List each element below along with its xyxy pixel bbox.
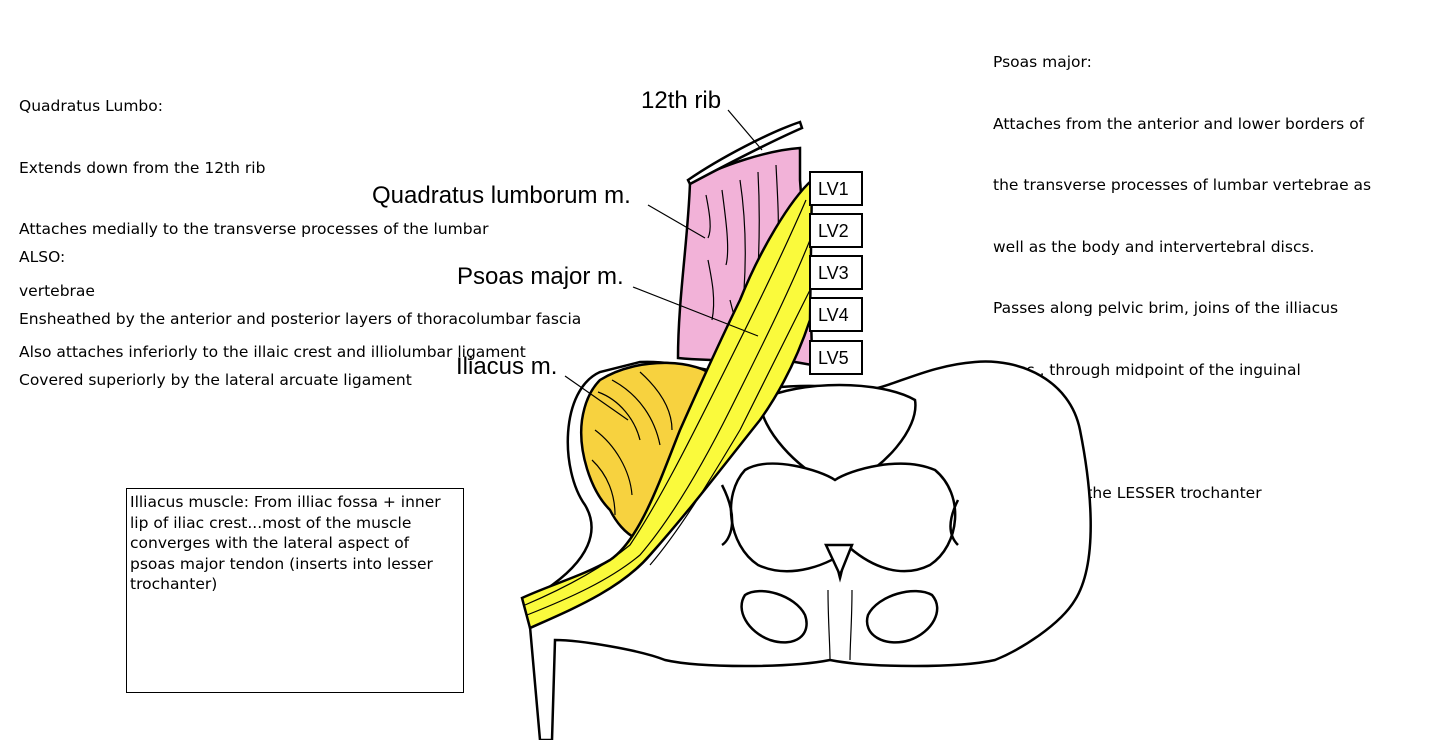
quadratus-note-title: Quadratus Lumbo: <box>19 97 163 115</box>
leader-iliacus <box>564 375 629 421</box>
vertebra-lv1: LV1 <box>809 171 863 206</box>
iliacus-note-line: Illiacus muscle: From illiac fossa + inn… <box>130 493 441 511</box>
iliacus-note-line: trochanter) <box>130 575 218 593</box>
iliacus-note-line: lip of iliac crest...most of the muscle <box>130 513 412 532</box>
quadratus-note: Quadratus Lumbo: Extends down from the 1… <box>19 55 526 383</box>
vertebra-lv2: LV2 <box>809 213 863 248</box>
vertebra-lv4: LV4 <box>809 297 863 332</box>
psoas-note-title: Psoas major: <box>993 53 1092 71</box>
vertebra-label: LV5 <box>818 348 849 368</box>
diagram-labels: 12th rib Quadratus lumborum m. Psoas maj… <box>372 87 763 421</box>
also-note-line: Covered superiorly by the lateral arcuat… <box>19 371 412 389</box>
psoas-note-line: well as the body and intervertebral disc… <box>993 237 1315 256</box>
leader-quadratus-lumborum <box>647 204 706 239</box>
label-quadratus-lumborum: Quadratus lumborum m. <box>372 182 631 209</box>
pelvic-inlet <box>729 462 957 573</box>
coccyx <box>824 543 854 579</box>
iliacus-note-line: converges with the lateral aspect of <box>130 534 410 552</box>
label-iliacus: Iliacus m. <box>456 353 557 380</box>
quadratus-note-line: Extends down from the 12th rib <box>19 158 266 177</box>
psoas-fibers <box>524 199 811 616</box>
quadratus-note-line: Attaches medially to the transverse proc… <box>19 220 489 238</box>
left-iliac-fossa-line <box>720 484 734 547</box>
vertebra-label: LV4 <box>818 305 849 325</box>
right-iliac-fossa-line <box>949 499 960 546</box>
quadratus-note-line: Also attaches inferiorly to the illaic c… <box>19 343 526 361</box>
also-note-title: ALSO: <box>19 248 66 266</box>
label-12th-rib: 12th rib <box>641 87 721 114</box>
also-note: ALSO: Ensheathed by the anterior and pos… <box>19 206 581 411</box>
psoas-major-muscle <box>520 177 814 630</box>
vertebra-label: LV1 <box>818 179 849 199</box>
psoas-note-line: Attaches from the anterior and lower bor… <box>993 114 1365 133</box>
pubic-symphysis <box>827 589 853 661</box>
leader-12th-rib <box>727 109 763 151</box>
also-note-line: Ensheathed by the anterior and posterior… <box>19 309 582 328</box>
vertebra-lv5: LV5 <box>809 340 863 375</box>
left-obturator-foramen <box>740 589 808 644</box>
vertebra-label: LV3 <box>818 263 849 283</box>
psoas-note-line: the transverse processes of lumbar verte… <box>993 176 1372 194</box>
vertebra-label: LV2 <box>818 221 849 241</box>
iliacus-note-line: psoas major tendon (inserts into lesser <box>130 554 433 573</box>
label-psoas-major: Psoas major m. <box>457 263 624 290</box>
quadratus-note-line: vertebrae <box>19 281 95 300</box>
12th-rib <box>686 120 804 186</box>
iliacus-note-box: Illiacus muscle: From illiac fossa + inn… <box>126 488 464 693</box>
iliacus-fibers <box>591 371 673 516</box>
leader-psoas-major <box>632 286 759 337</box>
lumbar-vertebrae: LV1 LV2 LV3 LV4 LV5 <box>809 171 863 375</box>
right-obturator-foramen <box>865 589 939 644</box>
psoas-note-line: Passes along pelvic brim, joins of the i… <box>993 299 1339 317</box>
vertebra-lv3: LV3 <box>809 255 863 290</box>
